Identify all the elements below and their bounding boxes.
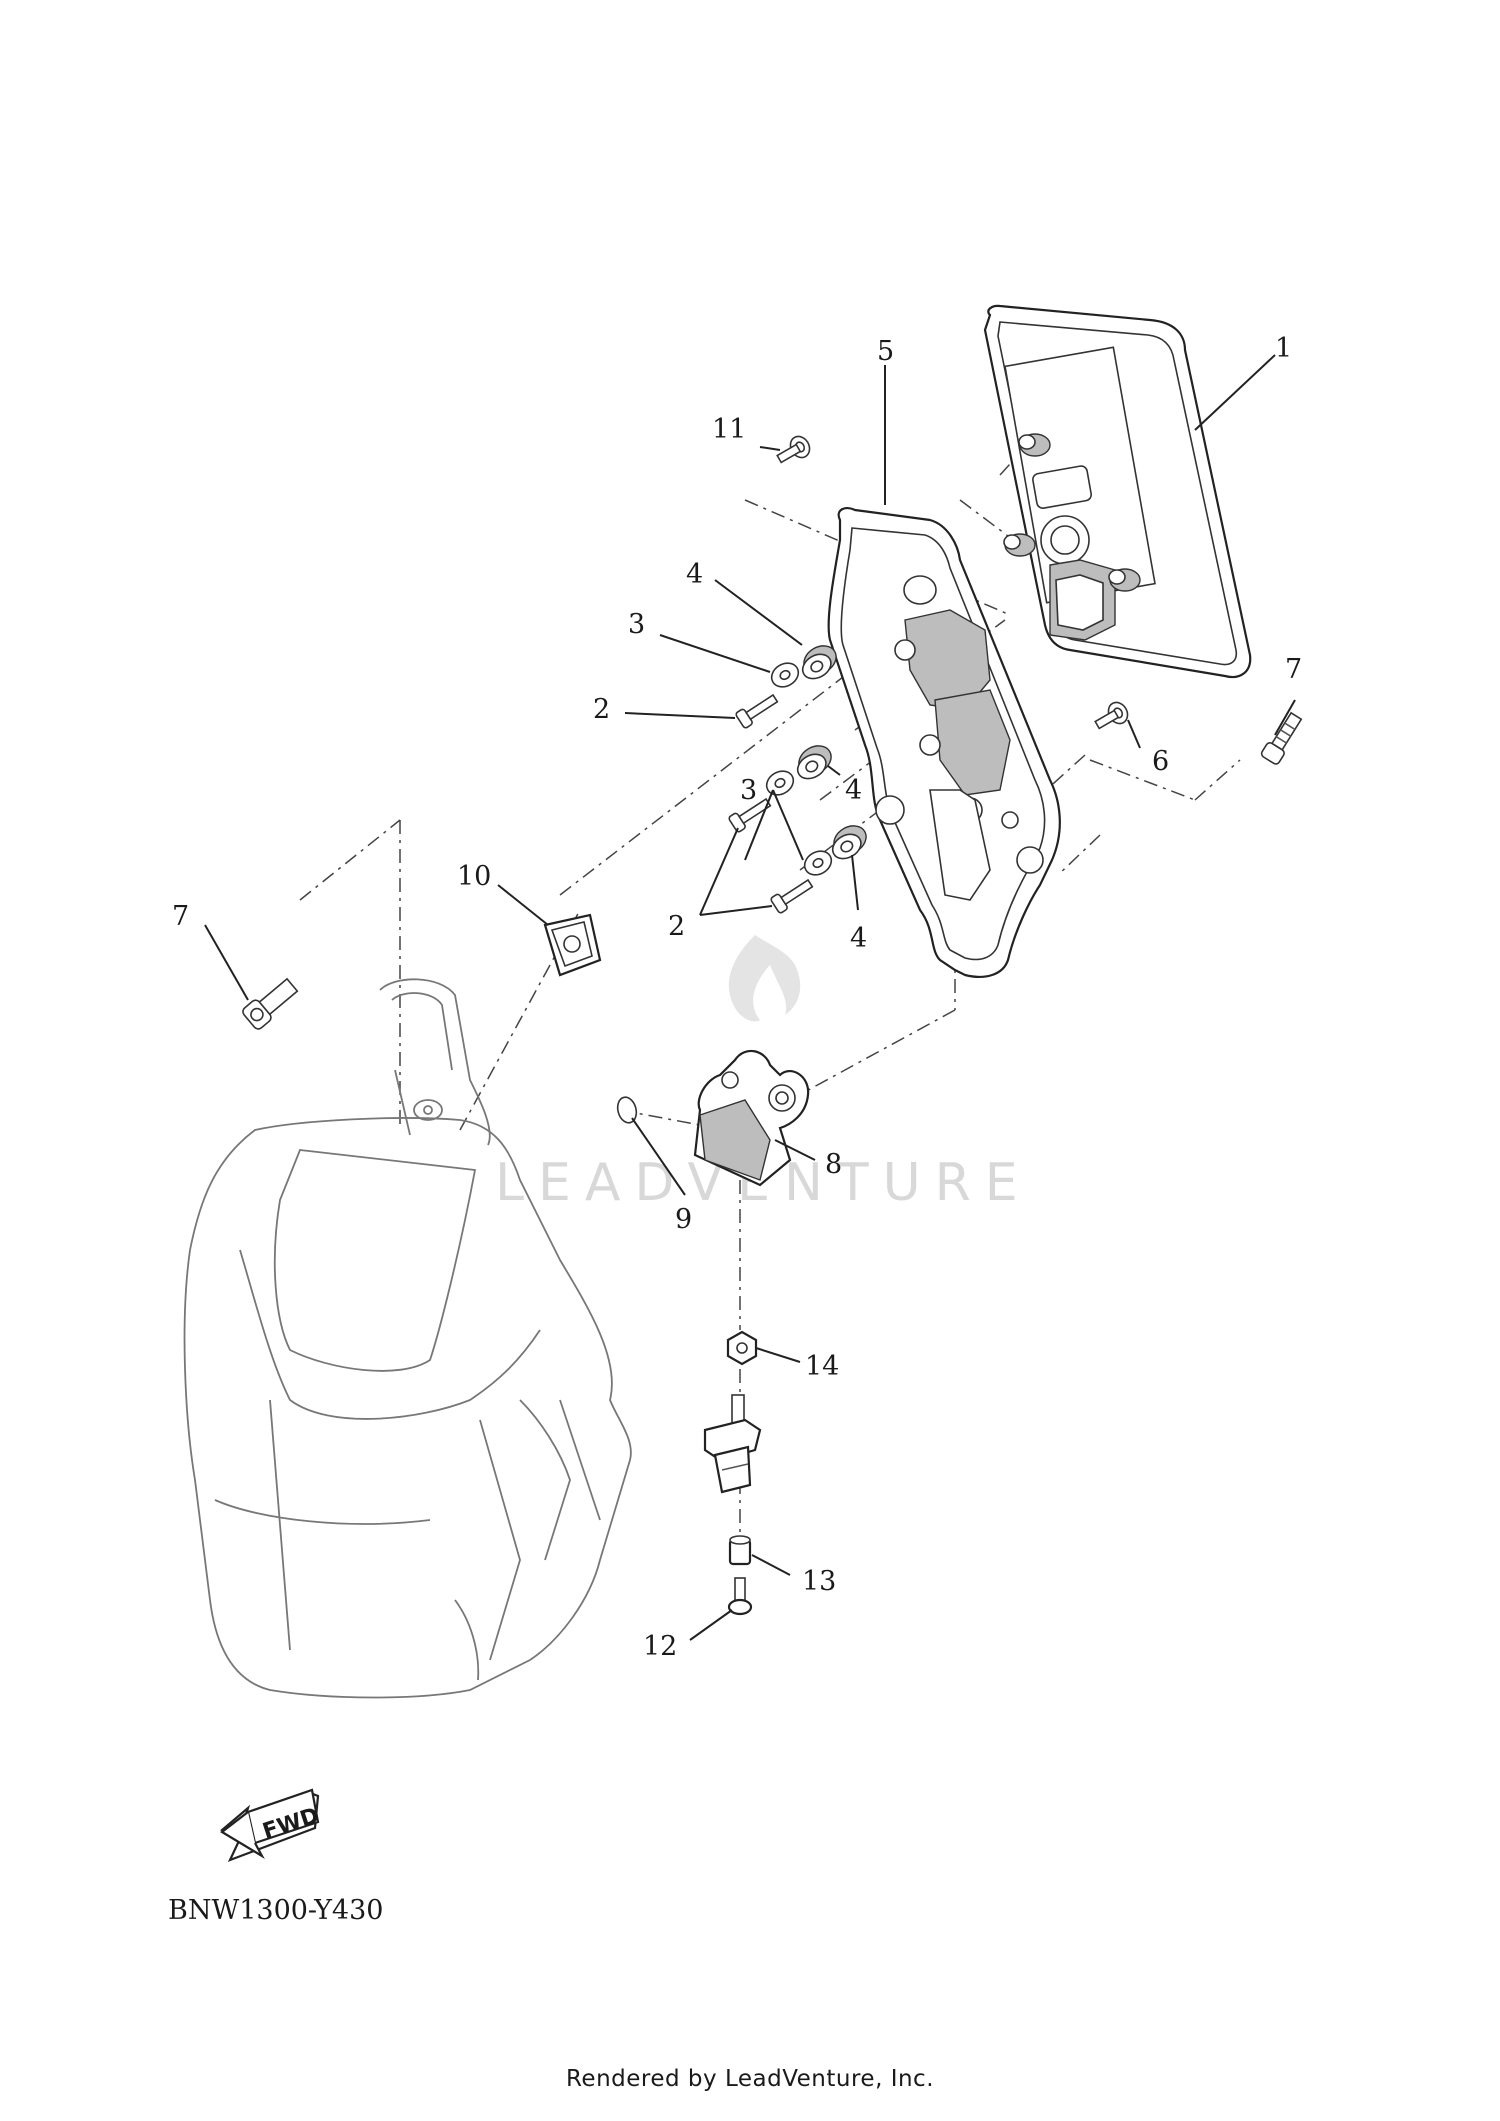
part-10-clip-nut	[543, 913, 602, 977]
part-5-bracket	[827, 506, 1061, 978]
watermark-flame-icon	[728, 935, 801, 1022]
headlight-housing	[183, 978, 632, 1699]
callout-10: 10	[457, 861, 491, 892]
callout-6: 6	[1152, 746, 1169, 777]
part-3-washers	[765, 662, 833, 876]
part-14-nut	[726, 1330, 758, 1366]
callout-8: 8	[825, 1149, 842, 1180]
callout-4-top: 4	[686, 559, 703, 590]
part-8-bracket	[693, 1049, 810, 1187]
part-7-bolt-right	[1260, 711, 1303, 765]
callout-7-right: 7	[1285, 654, 1302, 685]
footer-credit: Rendered by LeadVenture, Inc.	[565, 2066, 935, 2092]
callout-4-low: 4	[850, 923, 867, 954]
callout-12: 12	[643, 1631, 677, 1662]
callout-13: 13	[802, 1566, 836, 1597]
part-2-screws	[728, 693, 814, 914]
callout-2-mid: 2	[668, 911, 685, 942]
cover-boss	[1003, 433, 1141, 592]
part-4-grommets	[796, 645, 867, 860]
callout-2-top: 2	[593, 694, 610, 725]
callout-3-mid: 3	[740, 775, 757, 806]
part-13-collar	[728, 1535, 752, 1566]
callout-14: 14	[805, 1351, 839, 1382]
callouts: 1 5 11 4 3 2 4 3 2 4 7 6 7 10 8 9 14 13 …	[172, 333, 1302, 1662]
callout-11: 11	[712, 414, 746, 445]
part-9-washer	[616, 1096, 638, 1124]
diagram-code: BNW1300-Y430	[168, 1895, 384, 1926]
callout-9: 9	[675, 1204, 692, 1235]
part-1-cover	[983, 304, 1252, 679]
leader-lines	[204, 354, 1296, 1641]
callout-3-top: 3	[628, 609, 645, 640]
part-11-pin	[776, 435, 811, 464]
callout-4-mid: 4	[845, 775, 862, 806]
part-12-screw	[727, 1577, 753, 1616]
callout-7-left: 7	[172, 901, 189, 932]
adjuster-stud	[703, 1394, 762, 1494]
part-6-pin	[1094, 701, 1129, 730]
fwd-arrow-icon: FWD	[220, 1788, 322, 1862]
callout-1: 1	[1275, 333, 1292, 364]
part-7-bolt-left	[242, 977, 299, 1030]
callout-5: 5	[877, 336, 894, 367]
